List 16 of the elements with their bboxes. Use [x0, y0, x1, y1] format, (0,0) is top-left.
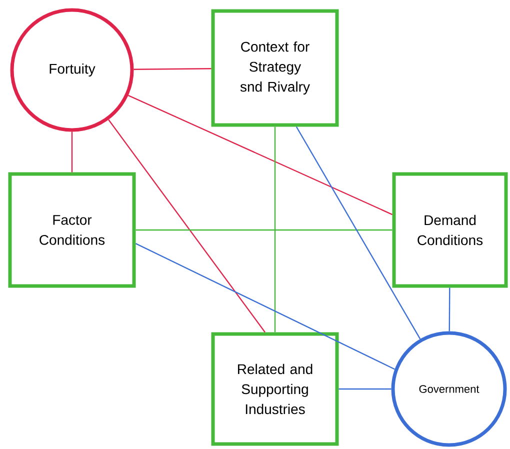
factor-box: Related and Supporting Industries	[211, 332, 339, 446]
connector-line	[134, 68, 212, 70]
connector-line	[71, 132, 73, 172]
circle-node: Government	[391, 331, 507, 447]
connector-line	[338, 388, 392, 390]
factor-box: Demand Conditions	[392, 172, 508, 288]
connector-line	[448, 288, 450, 332]
connector-line	[108, 119, 266, 333]
connector-line	[136, 229, 392, 231]
connector-line	[136, 243, 395, 370]
connector-line	[128, 94, 392, 216]
connector-line	[274, 126, 276, 332]
connector-line	[296, 126, 421, 340]
factor-box: Context for Strategy snd Rivalry	[211, 9, 339, 127]
factor-box: Factor Conditions	[8, 172, 136, 288]
circle-node: Fortuity	[10, 8, 134, 132]
